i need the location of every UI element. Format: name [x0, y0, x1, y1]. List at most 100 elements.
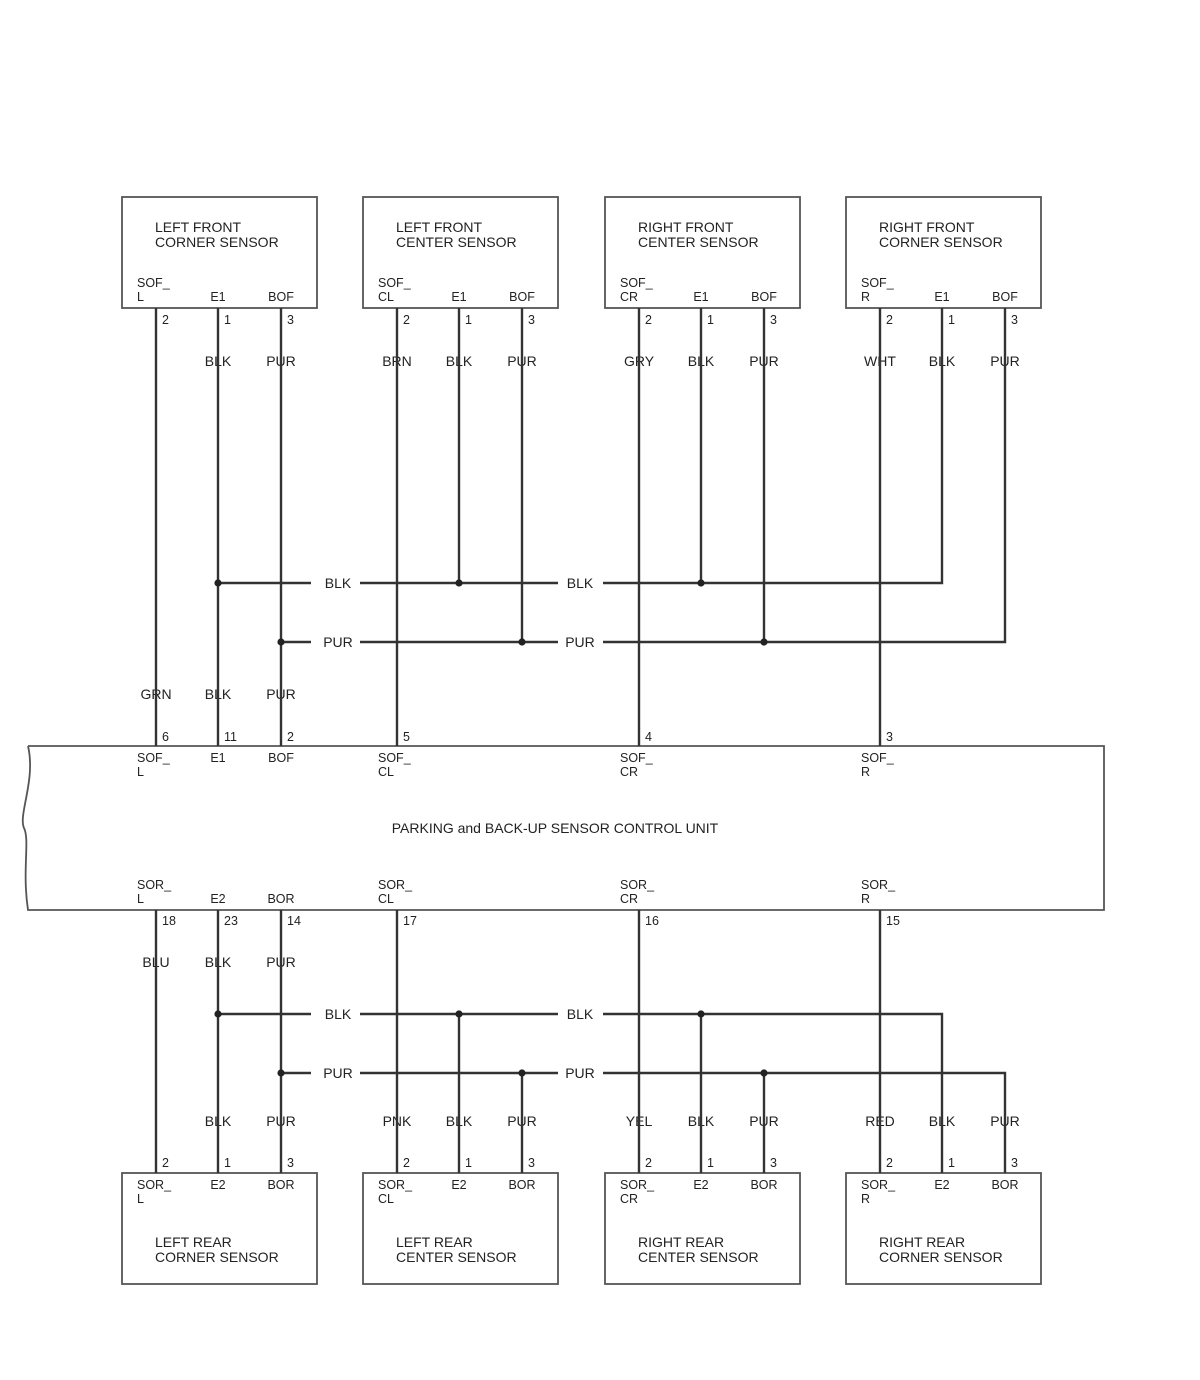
splice-point [697, 579, 705, 587]
pin-number: 16 [645, 914, 659, 928]
pin-name: SOF_ [620, 276, 654, 290]
pin-number: 3 [770, 1156, 777, 1170]
sensor-name: LEFT REAR [155, 1234, 232, 1250]
pin-number: 3 [1011, 1156, 1018, 1170]
sensor-box [121, 1172, 318, 1285]
pin-name: BOR [267, 1178, 294, 1192]
terminal-name: R [861, 892, 870, 906]
pin-name: BOR [750, 1178, 777, 1192]
control-unit-box [21, 745, 1105, 911]
pin-number: 3 [528, 313, 535, 327]
terminal-name: SOF_ [620, 751, 654, 765]
pin-number: 14 [287, 914, 301, 928]
terminal-name: SOF_ [137, 751, 171, 765]
pin-number: 1 [948, 1156, 955, 1170]
pin-number: 1 [465, 1156, 472, 1170]
splice-point [277, 638, 285, 646]
splice-point [760, 1069, 768, 1077]
pin-name: CL [378, 290, 394, 304]
pin-name: SOR_ [861, 1178, 896, 1192]
pin-name: BOF [992, 290, 1018, 304]
sensor-box [604, 196, 801, 309]
splice-point [214, 1010, 222, 1018]
sensor-box [604, 1172, 801, 1285]
sensor-name: CENTER SENSOR [396, 1249, 517, 1265]
splice-point [455, 1010, 463, 1018]
sensor-box [845, 1172, 1042, 1285]
pin-number: 1 [224, 1156, 231, 1170]
sensor-name: CORNER SENSOR [879, 1249, 1003, 1265]
front-power-bus [603, 308, 1007, 644]
pin-name: E2 [451, 1178, 466, 1192]
sensor-box [362, 196, 559, 309]
bus-label: BLK [325, 1006, 352, 1022]
terminal-name: BOR [267, 892, 294, 906]
pin-number: 2 [162, 1156, 169, 1170]
pin-number: 2 [403, 1156, 410, 1170]
pin-name: SOF_ [378, 276, 412, 290]
splice-point [277, 1069, 285, 1077]
splice-point [518, 1069, 526, 1077]
pin-number: 2 [886, 313, 893, 327]
pin-name: SOF_ [137, 276, 171, 290]
splice-point [760, 638, 768, 646]
pin-number: 2 [645, 313, 652, 327]
pin-number: 1 [707, 313, 714, 327]
pin-name: CL [378, 1192, 394, 1206]
rear-power-bus [603, 1071, 1007, 1173]
pin-name: R [861, 1192, 870, 1206]
sensor-name: CORNER SENSOR [879, 234, 1003, 250]
pin-name: SOR_ [620, 1178, 655, 1192]
pin-number: 2 [645, 1156, 652, 1170]
pin-number: 3 [770, 313, 777, 327]
pin-name: E2 [210, 1178, 225, 1192]
bus-label: PUR [323, 634, 353, 650]
terminal-name: E1 [210, 751, 225, 765]
terminal-name: CR [620, 765, 638, 779]
pin-name: SOF_ [861, 276, 895, 290]
pin-number: 2 [403, 313, 410, 327]
pin-number: 1 [707, 1156, 714, 1170]
front-ground-bus [603, 308, 944, 585]
control-unit-name: PARKING and BACK-UP SENSOR CONTROL UNIT [392, 820, 719, 836]
pin-name: R [861, 290, 870, 304]
sensor-name: RIGHT REAR [638, 1234, 724, 1250]
pin-number: 3 [886, 730, 893, 744]
sensor-name: CORNER SENSOR [155, 234, 279, 250]
pin-number: 1 [224, 313, 231, 327]
pin-number: 3 [287, 1156, 294, 1170]
pin-number: 17 [403, 914, 417, 928]
sensor-box [845, 196, 1042, 309]
bus-label: PUR [565, 1065, 595, 1081]
terminal-name: SOF_ [861, 751, 895, 765]
pin-number: 3 [528, 1156, 535, 1170]
pin-name: BOR [991, 1178, 1018, 1192]
pin-number: 23 [224, 914, 238, 928]
pin-number: 15 [886, 914, 900, 928]
pin-name: BOF [509, 290, 535, 304]
terminal-name: CL [378, 892, 394, 906]
pin-name: BOR [508, 1178, 535, 1192]
pin-number: 1 [465, 313, 472, 327]
terminal-name: L [137, 892, 144, 906]
sensor-name: CENTER SENSOR [638, 234, 759, 250]
pin-number: 5 [403, 730, 410, 744]
pin-name: E1 [210, 290, 225, 304]
sensor-name: LEFT FRONT [396, 219, 483, 235]
pin-number: 2 [886, 1156, 893, 1170]
pin-name: BOF [751, 290, 777, 304]
pin-number: 1 [948, 313, 955, 327]
pin-number: 6 [162, 730, 169, 744]
sensor-name: LEFT FRONT [155, 219, 242, 235]
pin-number: 3 [1011, 313, 1018, 327]
bus-label: PUR [565, 634, 595, 650]
pin-name: SOR_ [378, 1178, 413, 1192]
terminal-name: E2 [210, 892, 225, 906]
terminal-name: SOR_ [137, 878, 172, 892]
terminal-name: SOR_ [378, 878, 413, 892]
pin-name: E2 [693, 1178, 708, 1192]
bus-label: BLK [325, 575, 352, 591]
pin-number: 2 [287, 730, 294, 744]
terminal-name: R [861, 765, 870, 779]
